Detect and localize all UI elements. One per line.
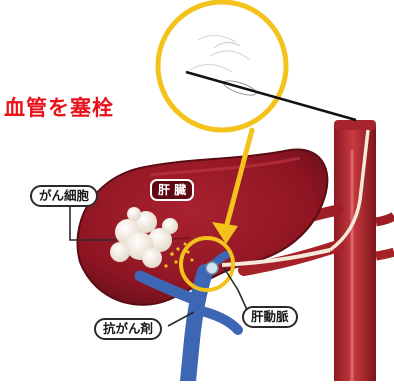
- magnifier-circle: [158, 2, 286, 130]
- tumor-cell: [162, 218, 178, 234]
- tumor-cell: [110, 242, 130, 262]
- embolus-marker: [206, 262, 218, 274]
- branch-right: [376, 216, 394, 222]
- label-anticancer-drug: 抗がん剤: [94, 318, 162, 340]
- tumor-cell: [142, 248, 162, 268]
- aorta-body: [334, 125, 376, 381]
- portal-vein-branch-right: [197, 310, 238, 330]
- magnifier-ring: [158, 2, 286, 130]
- label-hepatic-artery: 肝動脈: [242, 306, 298, 328]
- tumor-cell: [127, 207, 141, 221]
- aorta-top: [334, 120, 376, 130]
- branch-right-lower: [376, 252, 394, 256]
- label-cancer-cells: がん細胞: [30, 185, 98, 207]
- label-liver: 肝 臓: [150, 179, 194, 201]
- diagram-title: 血管を塞栓: [4, 92, 114, 122]
